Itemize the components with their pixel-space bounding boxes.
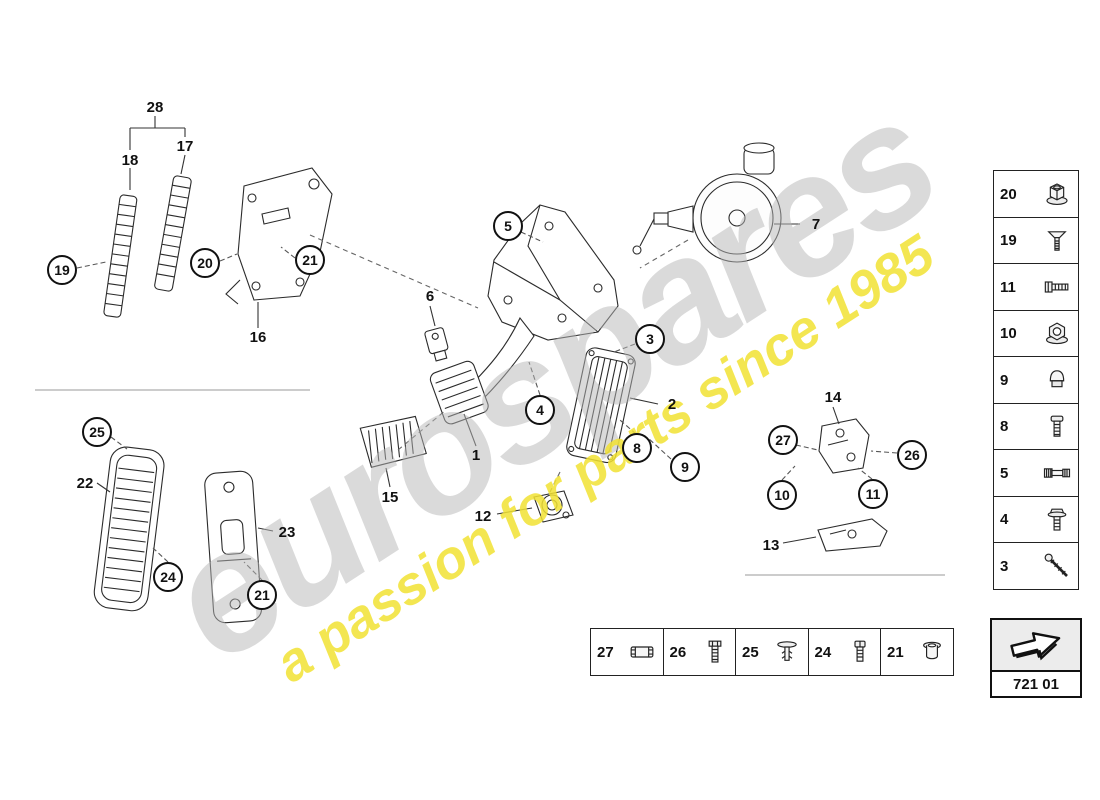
callout-1[interactable]: 1 xyxy=(471,446,481,464)
fastener-item-3[interactable]: 3 xyxy=(993,542,1079,590)
fastener-number: 3 xyxy=(1000,557,1009,575)
fastener-bottom-row: 27 26 25 24 21 xyxy=(590,628,954,676)
callout-24[interactable]: 24 xyxy=(153,562,183,592)
pedal-plate-23 xyxy=(204,470,263,624)
trim-strip-19 xyxy=(103,194,138,318)
fastener-number: 19 xyxy=(1000,232,1017,249)
leader-lines-solid xyxy=(96,154,840,544)
callout-8[interactable]: 8 xyxy=(622,433,652,463)
accelerator-pedal-22 xyxy=(93,446,165,612)
callout-20[interactable]: 20 xyxy=(190,248,220,278)
callout-15[interactable]: 15 xyxy=(381,488,399,506)
diagram-code-label: 721 01 xyxy=(992,670,1080,696)
fastener-number: 20 xyxy=(1000,185,1017,203)
clamp-12 xyxy=(533,490,574,523)
callout-2[interactable]: 2 xyxy=(667,395,677,413)
fastener-item-26[interactable]: 26 xyxy=(662,628,737,676)
fastener-item-19[interactable]: 19 xyxy=(993,216,1079,265)
callout-9[interactable]: 9 xyxy=(670,452,700,482)
callout-25[interactable]: 25 xyxy=(82,417,112,447)
pedal-bracket-assembly xyxy=(467,204,619,401)
bracket-13 xyxy=(817,518,888,552)
bracket-14 xyxy=(818,418,870,474)
fastener-item-4[interactable]: 4 xyxy=(993,495,1079,544)
diagram-code-box[interactable]: 721 01 xyxy=(990,618,1082,698)
callout-11[interactable]: 11 xyxy=(858,479,888,509)
fastener-item-25[interactable]: 25 xyxy=(735,628,809,676)
callout-12[interactable]: 12 xyxy=(474,507,492,525)
fastener-number: 26 xyxy=(669,643,687,661)
fastener-number: 4 xyxy=(1000,511,1009,528)
hex-bolt-vert-icon xyxy=(700,637,730,667)
push-rivet-icon xyxy=(772,637,802,667)
flange-nut-icon xyxy=(1042,179,1072,209)
fastener-item-11[interactable]: 11 xyxy=(993,263,1079,311)
fastener-item-8[interactable]: 8 xyxy=(993,402,1079,451)
callout-18[interactable]: 18 xyxy=(121,151,139,169)
leader-lines-dashed xyxy=(76,231,898,581)
fastener-item-20[interactable]: 20 xyxy=(993,170,1079,218)
brake-servo xyxy=(632,142,782,263)
fastener-number: 25 xyxy=(742,643,759,661)
fastener-number: 21 xyxy=(887,643,904,661)
callout-5[interactable]: 5 xyxy=(493,211,523,241)
fastener-number: 5 xyxy=(1000,464,1009,482)
pin-stud-icon xyxy=(1042,458,1072,488)
countersunk-screw-icon xyxy=(1042,226,1072,256)
callout-26[interactable]: 26 xyxy=(897,440,927,470)
fastener-number: 9 xyxy=(1000,371,1009,389)
fastener-number: 27 xyxy=(597,643,614,661)
callout-4[interactable]: 4 xyxy=(525,395,555,425)
flange-nut-top-icon xyxy=(1042,319,1072,349)
callout-6[interactable]: 6 xyxy=(425,287,435,305)
callout-23[interactable]: 23 xyxy=(278,523,296,541)
fastener-item-24[interactable]: 24 xyxy=(807,628,882,676)
pedal-rubber-15 xyxy=(359,415,427,468)
fastener-item-27[interactable]: 27 xyxy=(590,628,664,676)
callout-21[interactable]: 21 xyxy=(247,580,277,610)
accelerator-module xyxy=(566,347,636,464)
callout-28-bracket xyxy=(129,116,186,150)
cap-plug-icon xyxy=(1042,365,1072,395)
machine-screw-icon xyxy=(845,637,875,667)
fastener-item-10[interactable]: 10 xyxy=(993,309,1079,358)
clip-icon xyxy=(627,637,657,667)
fastener-number: 24 xyxy=(814,643,832,661)
callout-10[interactable]: 10 xyxy=(767,480,797,510)
callout-22[interactable]: 22 xyxy=(76,474,94,492)
long-bolt-icon xyxy=(1042,551,1072,581)
pan-screw-icon xyxy=(1042,412,1072,442)
hex-bolt-icon xyxy=(1042,272,1072,302)
callout-13[interactable]: 13 xyxy=(762,536,780,554)
bolt-washer-icon xyxy=(1042,505,1072,535)
callout-28[interactable]: 28 xyxy=(146,98,164,116)
callout-14[interactable]: 14 xyxy=(824,388,842,406)
callout-21[interactable]: 21 xyxy=(295,245,325,275)
callout-27[interactable]: 27 xyxy=(768,425,798,455)
rivet-nut-icon xyxy=(917,637,947,667)
callout-19[interactable]: 19 xyxy=(47,255,77,285)
trim-strip-17 xyxy=(154,175,192,292)
fastener-item-21[interactable]: 21 xyxy=(880,628,954,676)
fastener-item-9[interactable]: 9 xyxy=(993,356,1079,404)
fastener-sidebar: 20 19 11 10 9 8 5 4 3 xyxy=(993,170,1079,590)
fastener-number: 10 xyxy=(1000,325,1017,342)
callout-16[interactable]: 16 xyxy=(249,328,267,346)
brake-pedal-pad xyxy=(429,360,489,425)
brake-light-switch xyxy=(424,327,449,362)
callout-17[interactable]: 17 xyxy=(176,137,194,155)
callout-7[interactable]: 7 xyxy=(811,215,821,233)
callout-3[interactable]: 3 xyxy=(635,324,665,354)
fastener-item-5[interactable]: 5 xyxy=(993,449,1079,497)
arrow-icon xyxy=(992,620,1080,670)
fastener-number: 8 xyxy=(1000,418,1009,435)
fastener-number: 11 xyxy=(1000,278,1016,296)
